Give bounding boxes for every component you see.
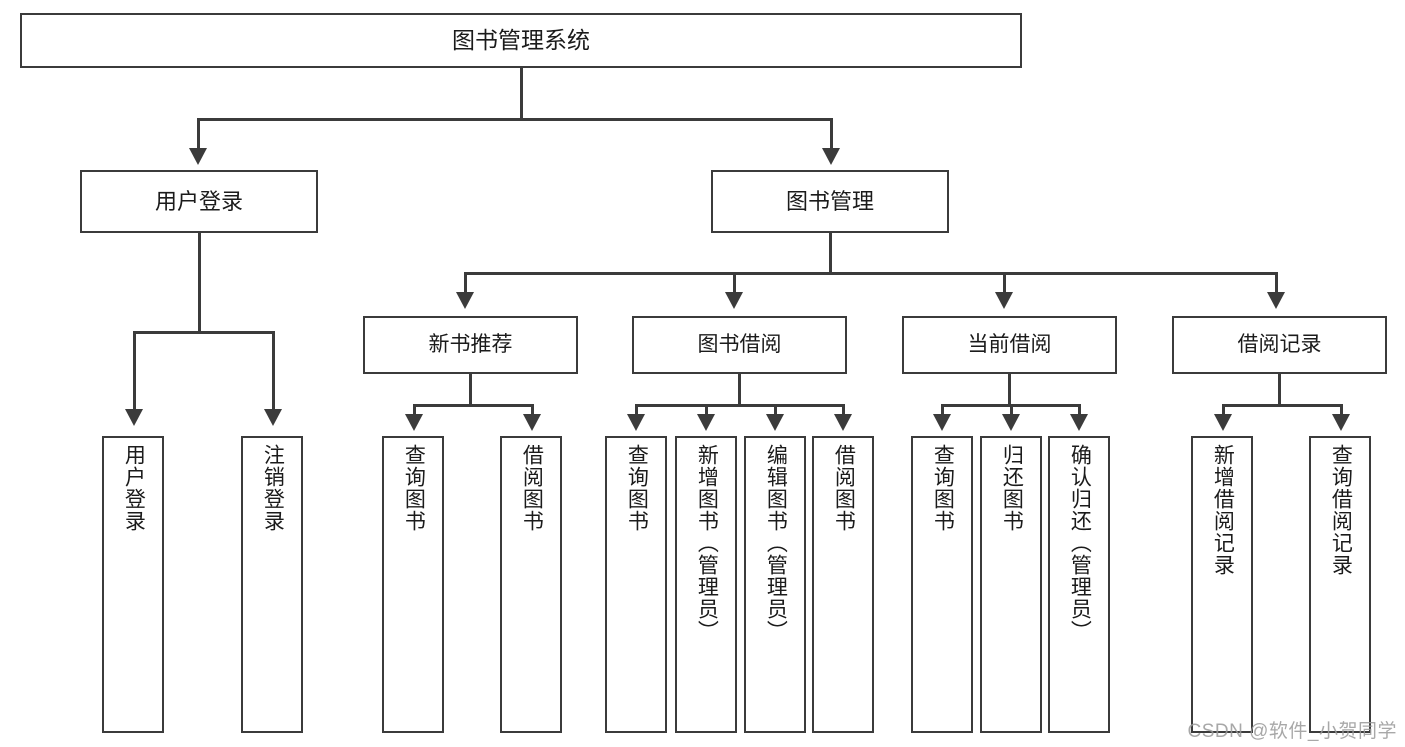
connector-root-stem <box>520 68 523 120</box>
arrowhead-new-book-leaf-1 <box>405 414 423 431</box>
node-label: 查询图书 <box>402 444 426 532</box>
arrowhead-book-borrow-leaf-3 <box>766 414 784 431</box>
arrowhead-current-borrow-leaf-3 <box>1070 414 1088 431</box>
connector-current-borrow-leaf-2 <box>1010 404 1013 416</box>
node-label: 图书借阅 <box>697 332 782 356</box>
arrowhead-bm-new-book <box>456 292 474 309</box>
node-book-manage[interactable]: 图书管理 <box>711 170 949 233</box>
node-label: 注销登录 <box>261 444 285 532</box>
node-label: 新增借阅记录 <box>1211 444 1235 576</box>
node-leaf-query-record[interactable]: 查询借阅记录 <box>1309 436 1371 733</box>
connector-user-login-bus <box>133 331 275 334</box>
node-label: 新书推荐 <box>428 332 513 356</box>
connector-new-book-stem <box>469 374 472 406</box>
connector-new-book-leaf-2 <box>531 404 534 416</box>
watermark-text: CSDN @软件_小贺同学 <box>1187 721 1397 742</box>
connector-user-login-stem <box>198 233 201 333</box>
arrowhead-bm-current-borrow <box>995 292 1013 309</box>
arrowhead-bm-book-borrow <box>725 292 743 309</box>
node-label: 图书管理系统 <box>452 27 590 54</box>
node-leaf-logout-login[interactable]: 注销登录 <box>241 436 303 733</box>
connector-root-to-user-login <box>197 118 200 150</box>
node-label: 确认归还（管理员） <box>1068 444 1092 642</box>
node-label: 借阅图书 <box>832 444 856 532</box>
arrowhead-user-login-leaf-2 <box>264 409 282 426</box>
node-current-borrow[interactable]: 当前借阅 <box>902 316 1117 374</box>
connector-borrow-record-stem <box>1278 374 1281 406</box>
node-label: 用户登录 <box>122 444 146 532</box>
arrowhead-current-borrow-leaf-1 <box>933 414 951 431</box>
connector-new-book-bus <box>413 404 533 407</box>
connector-bm-to-current-borrow <box>1003 272 1006 294</box>
node-leaf-query-book-3[interactable]: 查询图书 <box>911 436 973 733</box>
node-label: 查询借阅记录 <box>1329 444 1353 576</box>
node-label: 查询图书 <box>931 444 955 532</box>
connector-current-borrow-leaf-1 <box>941 404 944 416</box>
node-leaf-confirm-return[interactable]: 确认归还（管理员） <box>1048 436 1110 733</box>
node-label: 借阅记录 <box>1237 332 1322 356</box>
node-label: 查询图书 <box>625 444 649 532</box>
arrowhead-book-borrow-leaf-2 <box>697 414 715 431</box>
node-label: 用户登录 <box>154 188 243 214</box>
connector-current-borrow-leaf-3 <box>1078 404 1081 416</box>
arrowhead-current-borrow-leaf-2 <box>1002 414 1020 431</box>
arrowhead-bm-borrow-record <box>1267 292 1285 309</box>
connector-book-manage-bus <box>464 272 1278 275</box>
node-book-borrow[interactable]: 图书借阅 <box>632 316 847 374</box>
arrowhead-root-to-user-login <box>189 148 207 165</box>
node-root-system[interactable]: 图书管理系统 <box>20 13 1022 68</box>
arrowhead-user-login-leaf-1 <box>125 409 143 426</box>
node-leaf-borrow-book-1[interactable]: 借阅图书 <box>500 436 562 733</box>
node-label: 图书管理 <box>785 188 874 214</box>
arrowhead-root-to-book-manage <box>822 148 840 165</box>
node-leaf-user-login[interactable]: 用户登录 <box>102 436 164 733</box>
connector-root-bus <box>197 118 833 121</box>
connector-user-login-to-leaf-2 <box>272 331 275 411</box>
connector-book-borrow-stem <box>738 374 741 406</box>
connector-book-borrow-bus <box>635 404 844 407</box>
connector-user-login-to-leaf-1 <box>133 331 136 411</box>
connector-book-borrow-leaf-3 <box>774 404 777 416</box>
arrowhead-borrow-record-leaf-2 <box>1332 414 1350 431</box>
node-leaf-edit-book[interactable]: 编辑图书（管理员） <box>744 436 806 733</box>
connector-current-borrow-stem <box>1008 374 1011 406</box>
node-label: 归还图书 <box>1000 444 1024 532</box>
node-leaf-return-book[interactable]: 归还图书 <box>980 436 1042 733</box>
connector-book-borrow-leaf-1 <box>635 404 638 416</box>
node-leaf-query-book-1[interactable]: 查询图书 <box>382 436 444 733</box>
connector-book-manage-stem <box>829 233 832 274</box>
node-label: 编辑图书（管理员） <box>764 444 788 642</box>
node-leaf-add-book[interactable]: 新增图书（管理员） <box>675 436 737 733</box>
node-user-login[interactable]: 用户登录 <box>80 170 318 233</box>
arrowhead-borrow-record-leaf-1 <box>1214 414 1232 431</box>
connector-book-borrow-leaf-2 <box>705 404 708 416</box>
connector-borrow-record-leaf-2 <box>1340 404 1343 416</box>
connector-new-book-leaf-1 <box>413 404 416 416</box>
connector-borrow-record-leaf-1 <box>1222 404 1225 416</box>
connector-bm-to-new-book <box>464 272 467 294</box>
connector-book-borrow-leaf-4 <box>842 404 845 416</box>
connector-bm-to-borrow-record <box>1275 272 1278 294</box>
connector-borrow-record-bus <box>1222 404 1342 407</box>
node-label: 借阅图书 <box>520 444 544 532</box>
node-label: 当前借阅 <box>967 332 1052 356</box>
connector-bm-to-book-borrow <box>733 272 736 294</box>
arrowhead-new-book-leaf-2 <box>523 414 541 431</box>
node-label: 新增图书（管理员） <box>695 444 719 642</box>
node-leaf-query-book-2[interactable]: 查询图书 <box>605 436 667 733</box>
node-leaf-add-record[interactable]: 新增借阅记录 <box>1191 436 1253 733</box>
node-leaf-borrow-book-2[interactable]: 借阅图书 <box>812 436 874 733</box>
node-new-book-recommend[interactable]: 新书推荐 <box>363 316 578 374</box>
arrowhead-book-borrow-leaf-1 <box>627 414 645 431</box>
node-borrow-record[interactable]: 借阅记录 <box>1172 316 1387 374</box>
arrowhead-book-borrow-leaf-4 <box>834 414 852 431</box>
connector-root-to-book-manage <box>830 118 833 150</box>
